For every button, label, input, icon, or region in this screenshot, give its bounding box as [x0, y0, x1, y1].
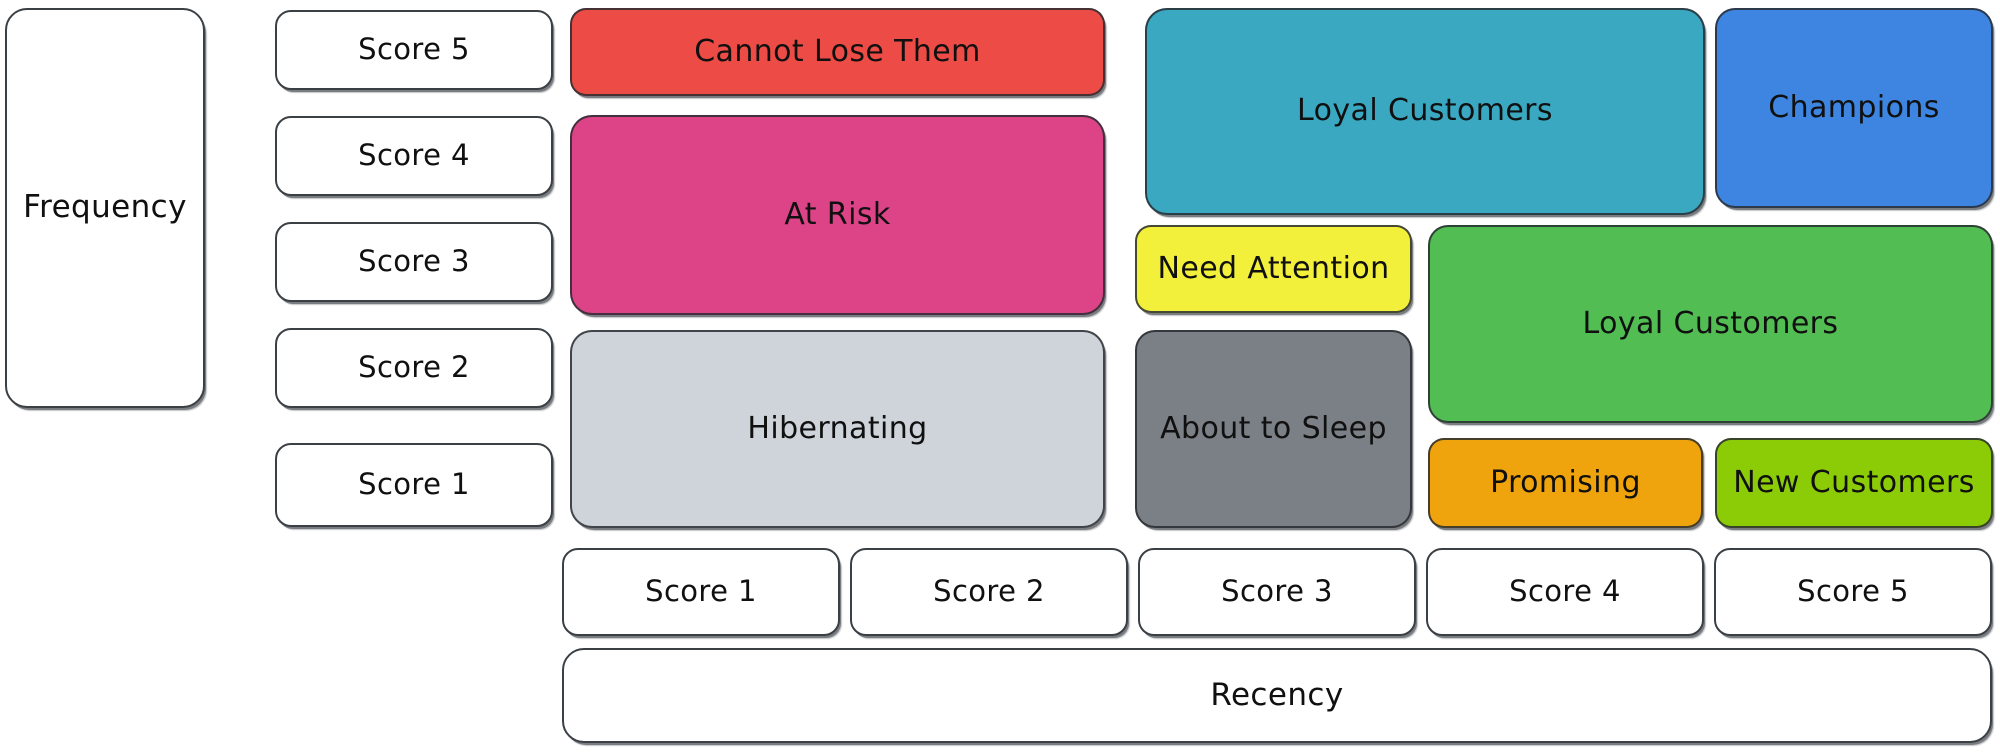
segment-promising[interactable]: Promising	[1428, 438, 1703, 528]
segment-need-attention-label: Need Attention	[1157, 250, 1390, 286]
segment-promising-label: Promising	[1490, 464, 1641, 500]
recency-score-2[interactable]: Score 2	[850, 548, 1128, 636]
segment-champions-label: Champions	[1768, 89, 1940, 125]
recency-axis-title-label: Recency	[1210, 676, 1344, 713]
frequency-score-3-label: Score 3	[358, 244, 470, 279]
recency-score-3[interactable]: Score 3	[1138, 548, 1416, 636]
frequency-axis-title-label: Frequency	[23, 189, 187, 226]
recency-score-1[interactable]: Score 1	[562, 548, 840, 636]
frequency-score-5[interactable]: Score 5	[275, 10, 553, 90]
frequency-axis-title: Frequency	[5, 8, 205, 408]
frequency-score-5-label: Score 5	[358, 32, 470, 67]
segment-hibernating[interactable]: Hibernating	[570, 330, 1105, 528]
frequency-score-1[interactable]: Score 1	[275, 443, 553, 527]
segment-at-risk[interactable]: At Risk	[570, 115, 1105, 315]
frequency-score-1-label: Score 1	[358, 467, 470, 502]
frequency-score-2[interactable]: Score 2	[275, 328, 553, 408]
segment-champions[interactable]: Champions	[1715, 8, 1993, 208]
recency-score-5[interactable]: Score 5	[1714, 548, 1992, 636]
recency-score-1-label: Score 1	[645, 574, 757, 609]
recency-score-2-label: Score 2	[933, 574, 1045, 609]
segment-hibernating-label: Hibernating	[747, 410, 928, 446]
segment-new-customers[interactable]: New Customers	[1715, 438, 1993, 528]
segment-about-to-sleep[interactable]: About to Sleep	[1135, 330, 1412, 528]
segment-need-attention[interactable]: Need Attention	[1135, 225, 1412, 313]
recency-score-3-label: Score 3	[1221, 574, 1333, 609]
segment-cannot-lose-them-label: Cannot Lose Them	[694, 33, 981, 69]
frequency-score-4-label: Score 4	[358, 138, 470, 173]
recency-score-4[interactable]: Score 4	[1426, 548, 1704, 636]
segment-new-customers-label: New Customers	[1733, 464, 1975, 500]
frequency-score-2-label: Score 2	[358, 350, 470, 385]
segment-loyal-customers-green[interactable]: Loyal Customers	[1428, 225, 1993, 423]
recency-axis-title: Recency	[562, 648, 1992, 743]
frequency-score-4[interactable]: Score 4	[275, 116, 553, 196]
segment-at-risk-label: At Risk	[784, 196, 891, 232]
segment-about-to-sleep-label: About to Sleep	[1160, 410, 1387, 446]
segment-loyal-customers-teal-label: Loyal Customers	[1297, 93, 1553, 129]
segment-loyal-customers-teal[interactable]: Loyal Customers	[1145, 8, 1705, 215]
recency-score-5-label: Score 5	[1797, 574, 1909, 609]
frequency-score-3[interactable]: Score 3	[275, 222, 553, 302]
segment-cannot-lose-them[interactable]: Cannot Lose Them	[570, 8, 1105, 96]
segment-loyal-customers-green-label: Loyal Customers	[1582, 305, 1839, 341]
recency-score-4-label: Score 4	[1509, 574, 1621, 609]
